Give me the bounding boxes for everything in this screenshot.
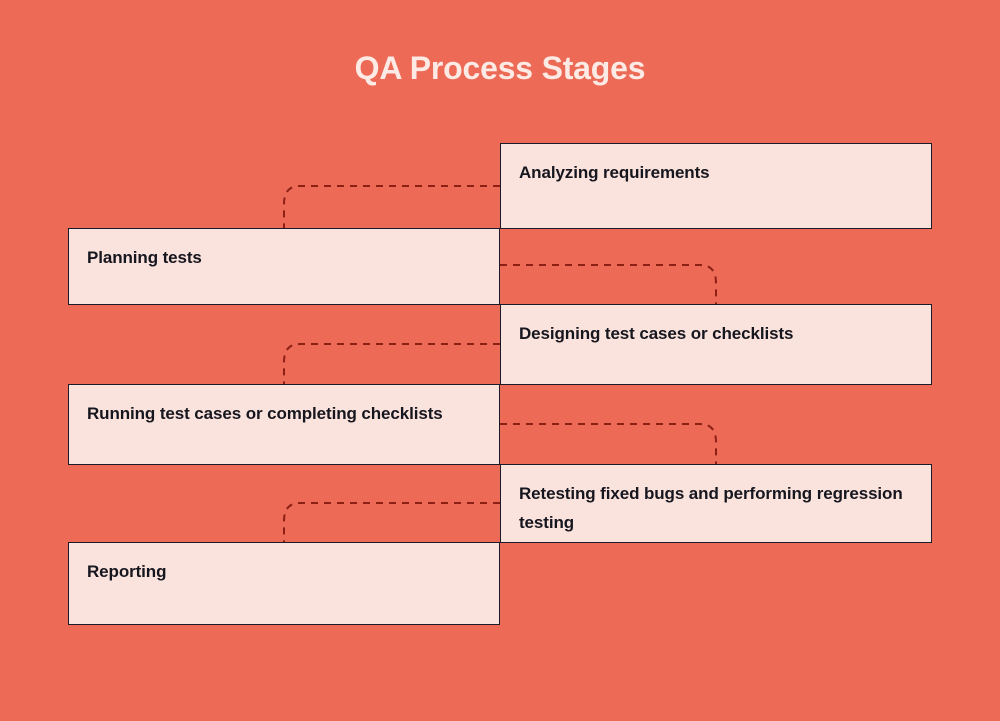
stage-box-6[interactable]: Reporting: [68, 542, 500, 625]
stage-box-2[interactable]: Planning tests: [68, 228, 500, 305]
connector-5-to-6: [283, 502, 500, 542]
stage-box-5[interactable]: Retesting fixed bugs and performing regr…: [500, 464, 932, 543]
stage-box-1[interactable]: Analyzing requirements: [500, 143, 932, 229]
connector-1-to-2: [283, 185, 500, 228]
stage-label-4: Running test cases or completing checkli…: [87, 404, 443, 423]
stage-label-5: Retesting fixed bugs and performing regr…: [519, 484, 903, 533]
stage-box-3[interactable]: Designing test cases or checklists: [500, 304, 932, 385]
stage-label-1: Analyzing requirements: [519, 163, 710, 182]
stage-box-4[interactable]: Running test cases or completing checkli…: [68, 384, 500, 465]
stage-label-3: Designing test cases or checklists: [519, 324, 794, 343]
connector-4-to-5: [500, 423, 717, 464]
stage-label-2: Planning tests: [87, 248, 202, 267]
page-title: QA Process Stages: [354, 50, 646, 86]
stage-label-6: Reporting: [87, 562, 167, 581]
connector-2-to-3: [500, 264, 717, 304]
connector-3-to-4: [283, 343, 500, 384]
